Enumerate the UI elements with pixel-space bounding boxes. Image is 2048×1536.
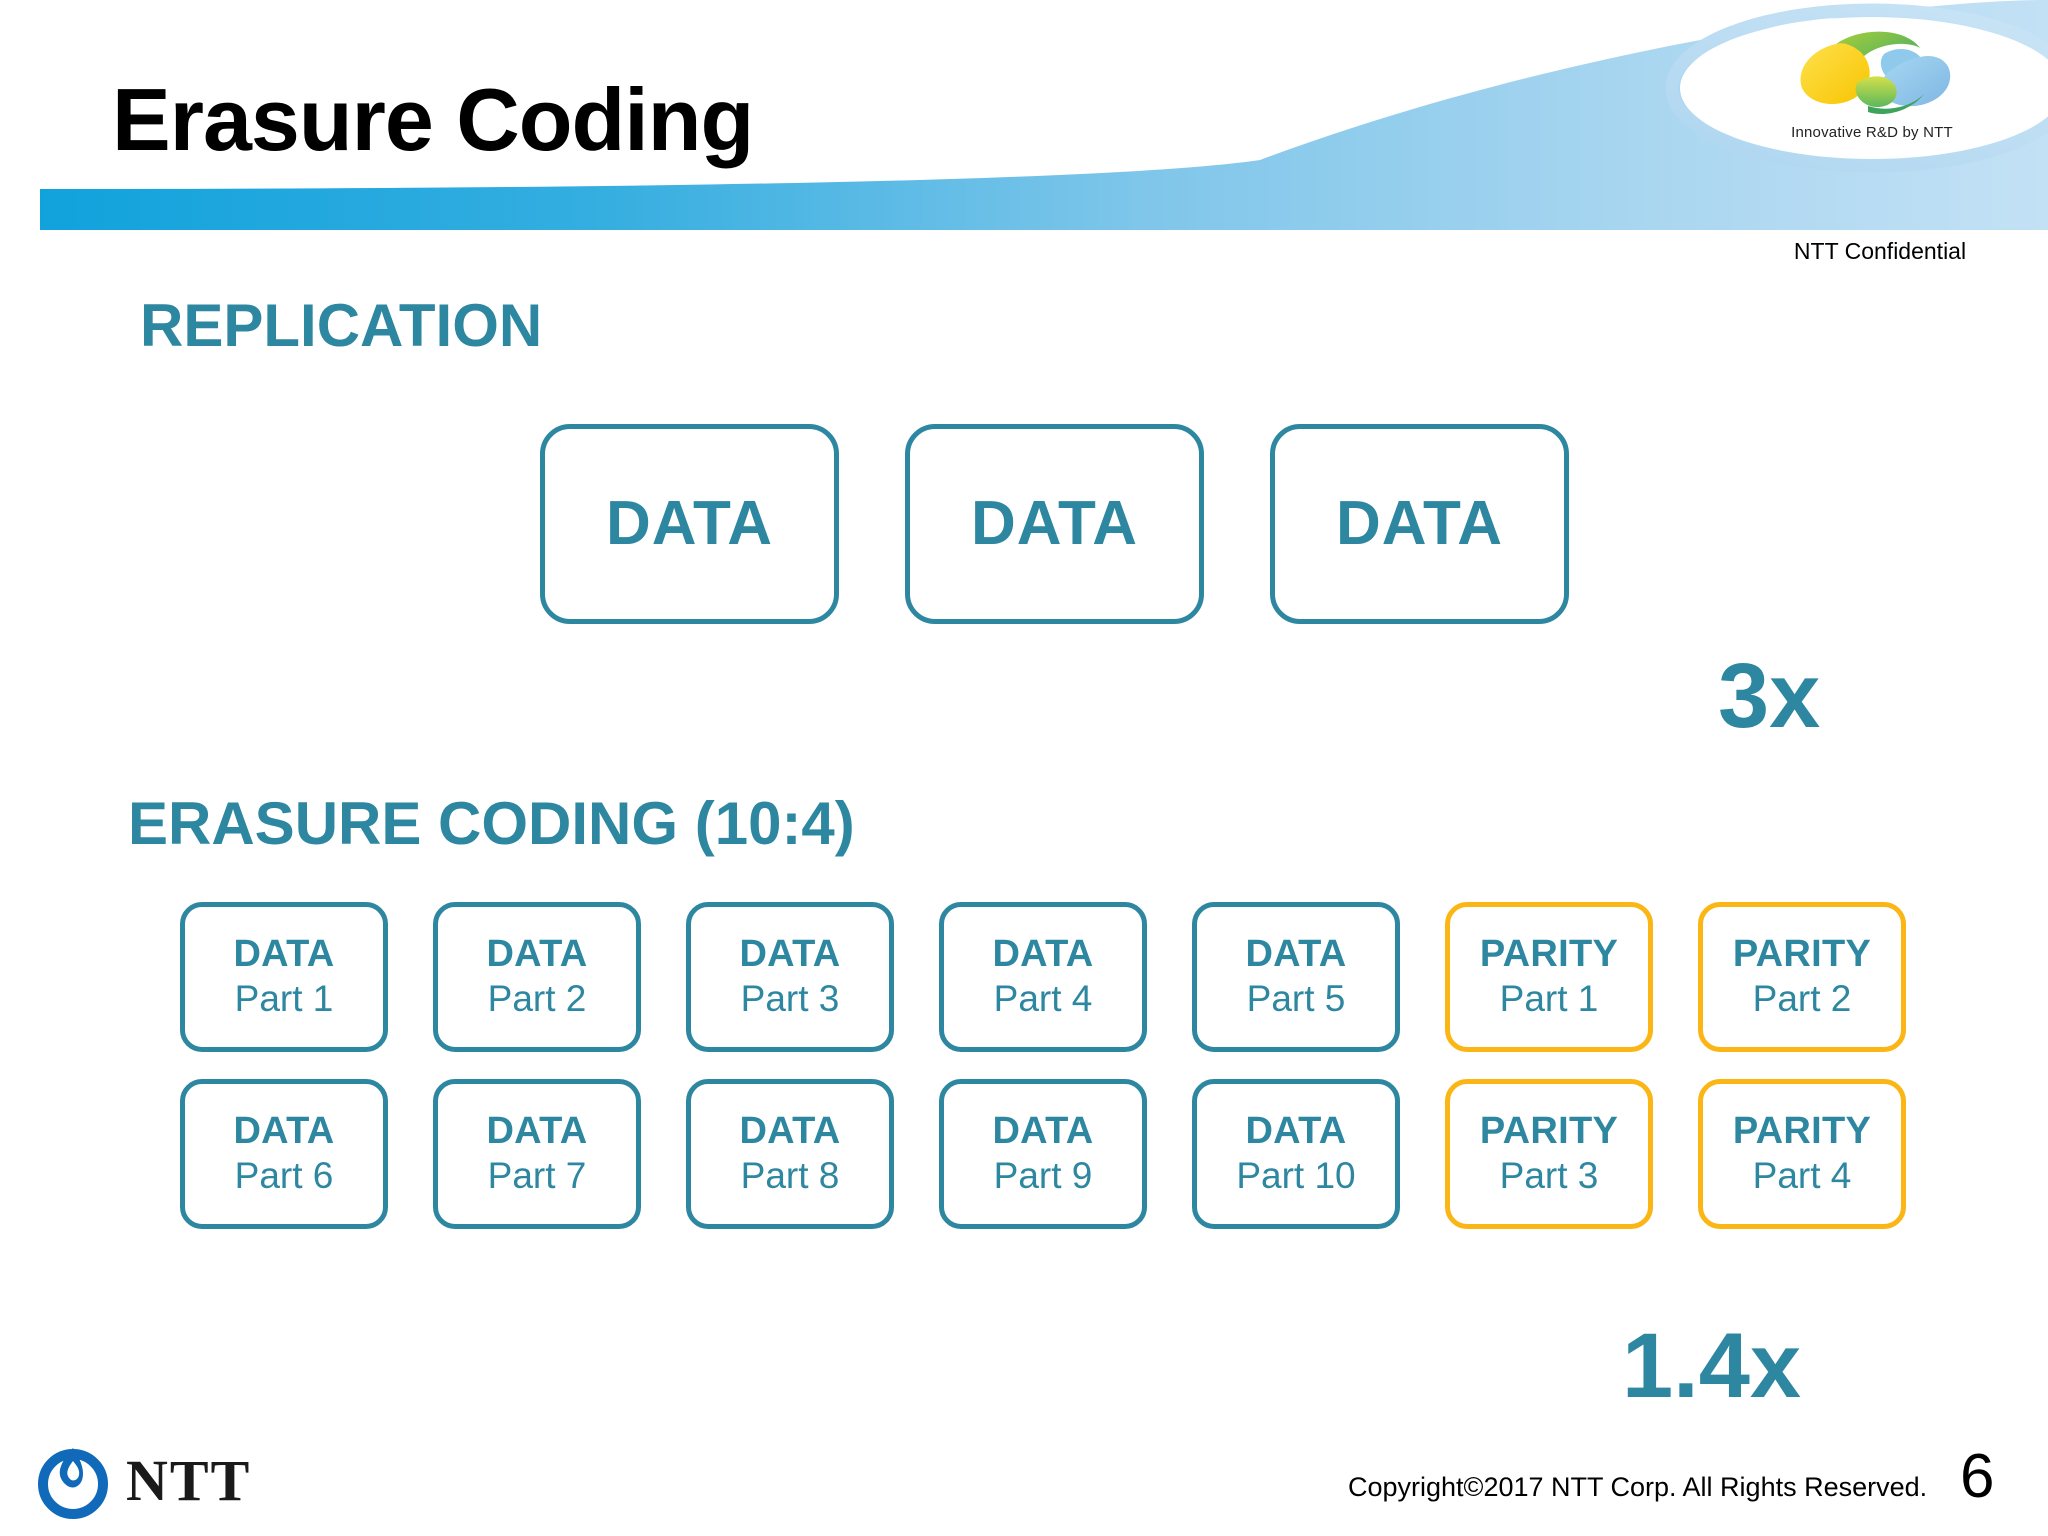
ec-parity-box: PARITY Part 4 bbox=[1698, 1079, 1906, 1229]
replication-data-box: DATA bbox=[540, 424, 839, 624]
replication-data-label: DATA bbox=[606, 489, 773, 558]
replication-box-row: DATA DATA DATA bbox=[540, 424, 1569, 624]
erasure-coding-heading: ERASURE CODING (10:4) bbox=[128, 790, 855, 857]
ntt-wordmark: NTT bbox=[126, 1448, 252, 1513]
confidential-label: NTT Confidential bbox=[1793, 238, 1967, 264]
ec-data-box: DATA Part 10 bbox=[1192, 1079, 1400, 1229]
slide-header: Erasure Coding bbox=[0, 0, 2048, 230]
ec-box-part: Part 1 bbox=[1499, 977, 1599, 1019]
erasure-coding-grid: DATA Part 1 DATA Part 2 DATA Part 3 DATA… bbox=[180, 902, 1906, 1229]
ec-box-part: Part 2 bbox=[487, 977, 587, 1019]
ec-parity-box: PARITY Part 1 bbox=[1445, 902, 1653, 1052]
erasure-coding-row: DATA Part 1 DATA Part 2 DATA Part 3 DATA… bbox=[180, 902, 1906, 1052]
ec-box-part: Part 7 bbox=[487, 1154, 587, 1196]
replication-data-label: DATA bbox=[1336, 489, 1503, 558]
ec-box-part: Part 9 bbox=[993, 1154, 1093, 1196]
ec-box-part: Part 5 bbox=[1246, 977, 1346, 1019]
ec-data-box: DATA Part 8 bbox=[686, 1079, 894, 1229]
ec-box-kind: DATA bbox=[486, 932, 588, 975]
ec-parity-box: PARITY Part 2 bbox=[1698, 902, 1906, 1052]
ec-data-box: DATA Part 2 bbox=[433, 902, 641, 1052]
ec-data-box: DATA Part 7 bbox=[433, 1079, 641, 1229]
ec-data-box: DATA Part 9 bbox=[939, 1079, 1147, 1229]
ec-data-box: DATA Part 4 bbox=[939, 902, 1147, 1052]
ec-box-kind: PARITY bbox=[1732, 1109, 1872, 1152]
ec-box-kind: DATA bbox=[739, 1109, 841, 1152]
ntt-innovative-rd-logo: Innovative R&D by NTT bbox=[1740, 14, 2004, 174]
erasure-coding-overhead-multiplier: 1.4x bbox=[1622, 1315, 1802, 1417]
replication-data-box: DATA bbox=[905, 424, 1204, 624]
ec-box-part: Part 8 bbox=[740, 1154, 840, 1196]
replication-data-label: DATA bbox=[971, 489, 1138, 558]
ec-box-part: Part 2 bbox=[1752, 977, 1852, 1019]
page-number: 6 bbox=[1960, 1442, 1995, 1511]
ec-box-kind: DATA bbox=[739, 932, 841, 975]
page-title: Erasure Coding bbox=[112, 70, 754, 169]
ec-box-kind: DATA bbox=[1245, 1109, 1347, 1152]
ec-box-part: Part 4 bbox=[993, 977, 1093, 1019]
replication-data-box: DATA bbox=[1270, 424, 1569, 624]
ec-data-box: DATA Part 5 bbox=[1192, 902, 1400, 1052]
ec-box-part: Part 1 bbox=[234, 977, 334, 1019]
ec-box-part: Part 10 bbox=[1236, 1154, 1356, 1196]
ec-data-box: DATA Part 1 bbox=[180, 902, 388, 1052]
ec-box-kind: PARITY bbox=[1479, 1109, 1619, 1152]
replication-overhead-multiplier: 3x bbox=[1718, 645, 1821, 747]
slide-footer: NTT Copyright©2017 NTT Corp. All Rights … bbox=[0, 1432, 2048, 1536]
ntt-droplet-icon bbox=[38, 1448, 108, 1519]
ec-box-kind: DATA bbox=[233, 932, 335, 975]
copyright-notice: Copyright©2017 NTT Corp. All Rights Rese… bbox=[1348, 1472, 1928, 1502]
ec-box-kind: DATA bbox=[486, 1109, 588, 1152]
ec-box-kind: DATA bbox=[992, 932, 1094, 975]
rd-logo-mark bbox=[1800, 31, 1951, 114]
erasure-coding-row: DATA Part 6 DATA Part 7 DATA Part 8 DATA… bbox=[180, 1079, 1906, 1229]
logo-tagline: Innovative R&D by NTT bbox=[1791, 124, 1953, 141]
ec-box-part: Part 6 bbox=[234, 1154, 334, 1196]
ec-box-part: Part 3 bbox=[740, 977, 840, 1019]
ntt-logo: NTT bbox=[34, 1442, 251, 1520]
ec-box-part: Part 4 bbox=[1752, 1154, 1852, 1196]
replication-heading: REPLICATION bbox=[140, 292, 543, 359]
ec-box-kind: DATA bbox=[992, 1109, 1094, 1152]
ec-data-box: DATA Part 6 bbox=[180, 1079, 388, 1229]
ec-box-kind: DATA bbox=[1245, 932, 1347, 975]
ec-box-kind: DATA bbox=[233, 1109, 335, 1152]
ec-parity-box: PARITY Part 3 bbox=[1445, 1079, 1653, 1229]
ec-data-box: DATA Part 3 bbox=[686, 902, 894, 1052]
ec-box-kind: PARITY bbox=[1732, 932, 1872, 975]
ec-box-part: Part 3 bbox=[1499, 1154, 1599, 1196]
ec-box-kind: PARITY bbox=[1479, 932, 1619, 975]
